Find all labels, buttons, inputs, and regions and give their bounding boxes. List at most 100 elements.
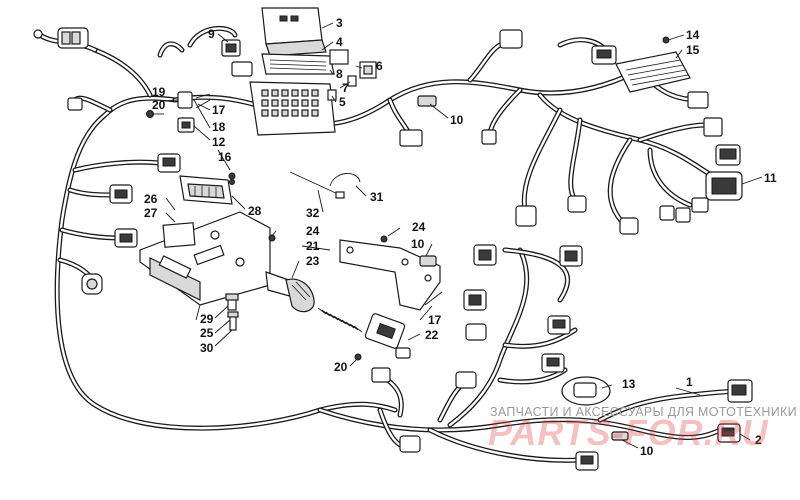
relay-bracket-18 <box>177 91 211 109</box>
callout-27: 27 <box>144 206 158 220</box>
screw-20-lower <box>354 353 362 361</box>
mounting-bracket <box>139 211 271 306</box>
connector-mid-7 <box>455 371 477 389</box>
callout-20-lower: 20 <box>334 360 348 374</box>
callout-10-low: 10 <box>640 444 654 458</box>
screw-17-lower <box>424 291 443 306</box>
callout-12: 12 <box>212 135 226 149</box>
callout-25: 25 <box>200 326 214 340</box>
callout-9: 9 <box>208 27 215 41</box>
cable-tie-32 <box>289 171 345 199</box>
watermark-logo: PARTS-FOR.RU <box>488 412 769 453</box>
callout-10-mid: 10 <box>411 237 425 251</box>
callout-26: 26 <box>144 192 158 206</box>
callout-32: 32 <box>306 206 320 220</box>
connector-top-mid-2 <box>481 129 497 145</box>
wire-clip-31 <box>329 173 361 187</box>
screw-24-left <box>268 234 276 242</box>
tie-strap-10-mid <box>419 255 437 267</box>
callout-30: 30 <box>200 341 214 355</box>
ground-lead-connector <box>33 27 89 49</box>
spiral-sleeve <box>317 307 363 333</box>
relay-12 <box>177 117 195 133</box>
connector-left-5 <box>157 153 181 173</box>
callout-31: 31 <box>370 190 384 204</box>
callout-13: 13 <box>622 377 636 391</box>
connector-r-3 <box>619 217 639 235</box>
connector-mid-3 <box>463 289 487 311</box>
voltage-regulator-15 <box>615 36 691 93</box>
screw-24-upper <box>380 235 388 243</box>
callout-19: 19 <box>152 85 166 99</box>
callout-16: 16 <box>218 150 232 164</box>
watermark-tagline: ЗАПЧАСТИ И АКСЕССУАРЫ ДЛЯ МОТОТЕХНИКИ <box>490 405 797 419</box>
callout-23: 23 <box>306 254 320 268</box>
callout-21: 21 <box>306 239 320 253</box>
tie-strap-10-top <box>417 95 437 107</box>
connector-r-2 <box>567 195 587 213</box>
callout-28: 28 <box>248 204 262 218</box>
fuse-box-cover <box>261 7 327 57</box>
connector-top-mid-3 <box>499 29 523 49</box>
callout-20-upper: 20 <box>152 98 166 112</box>
connector-left-3 <box>114 228 138 248</box>
callout-3: 3 <box>336 16 343 30</box>
connector-22 <box>364 313 411 359</box>
callout-1: 1 <box>686 375 693 389</box>
connector-mid-2 <box>559 245 583 267</box>
callout-17-lower: 17 <box>428 313 442 327</box>
connector-mid-5 <box>465 323 487 341</box>
callout-17-upper: 17 <box>212 103 226 117</box>
callout-24-left: 24 <box>306 224 320 238</box>
callout-14: 14 <box>686 28 700 42</box>
screw-16 <box>228 172 236 180</box>
screw-17-upper <box>195 99 211 109</box>
connector-left-1 <box>67 97 83 111</box>
fuse-box-base <box>249 81 336 136</box>
fuse-block <box>261 53 335 75</box>
connector-2 <box>717 423 741 443</box>
connector-mid-6 <box>541 353 565 373</box>
connector-11 <box>705 171 743 201</box>
callout-4: 4 <box>336 35 343 49</box>
connector-9 <box>221 39 253 77</box>
connector-r-4 <box>659 197 709 223</box>
callout-11: 11 <box>764 171 777 185</box>
relay-4 <box>329 49 349 65</box>
bracket-21 <box>339 239 441 311</box>
connector-left-2 <box>109 184 133 204</box>
callout-18: 18 <box>212 120 226 134</box>
connector-1-end <box>727 379 753 403</box>
connector-ur-1 <box>591 45 617 65</box>
bolt-25 <box>225 293 239 311</box>
connector-left-4 <box>81 273 103 295</box>
callout-2: 2 <box>755 433 762 447</box>
tie-strap-10-low <box>611 431 629 441</box>
connector-mid-8 <box>371 367 391 383</box>
fuse-5 <box>327 89 337 101</box>
connector-top-mid-1 <box>399 129 423 147</box>
relay-6 <box>359 61 377 79</box>
connector-ur-3 <box>703 117 723 137</box>
connector-low-2 <box>575 451 599 471</box>
fuse-7 <box>347 75 357 87</box>
callout-6: 6 <box>376 59 383 73</box>
leader-lines <box>152 22 763 449</box>
main-wiring-harness <box>37 25 748 463</box>
connector-mid-4 <box>547 315 571 335</box>
harness-boot-23 <box>265 271 315 313</box>
callout-8: 8 <box>336 67 343 81</box>
connector-mid-1 <box>473 244 497 266</box>
control-module-28 <box>179 175 235 205</box>
connector-ur-2 <box>687 91 709 109</box>
connector-low-1 <box>399 435 421 453</box>
connector-13 <box>561 376 611 406</box>
connector-ur-4 <box>715 144 741 166</box>
callout-24-upper: 24 <box>412 220 426 234</box>
callout-10-top: 10 <box>450 113 464 127</box>
callout-7: 7 <box>342 81 349 95</box>
callout-29: 29 <box>200 312 214 326</box>
callout-labels: 1 2 3 4 5 6 7 8 9 10 10 10 11 12 13 14 1… <box>144 16 777 458</box>
